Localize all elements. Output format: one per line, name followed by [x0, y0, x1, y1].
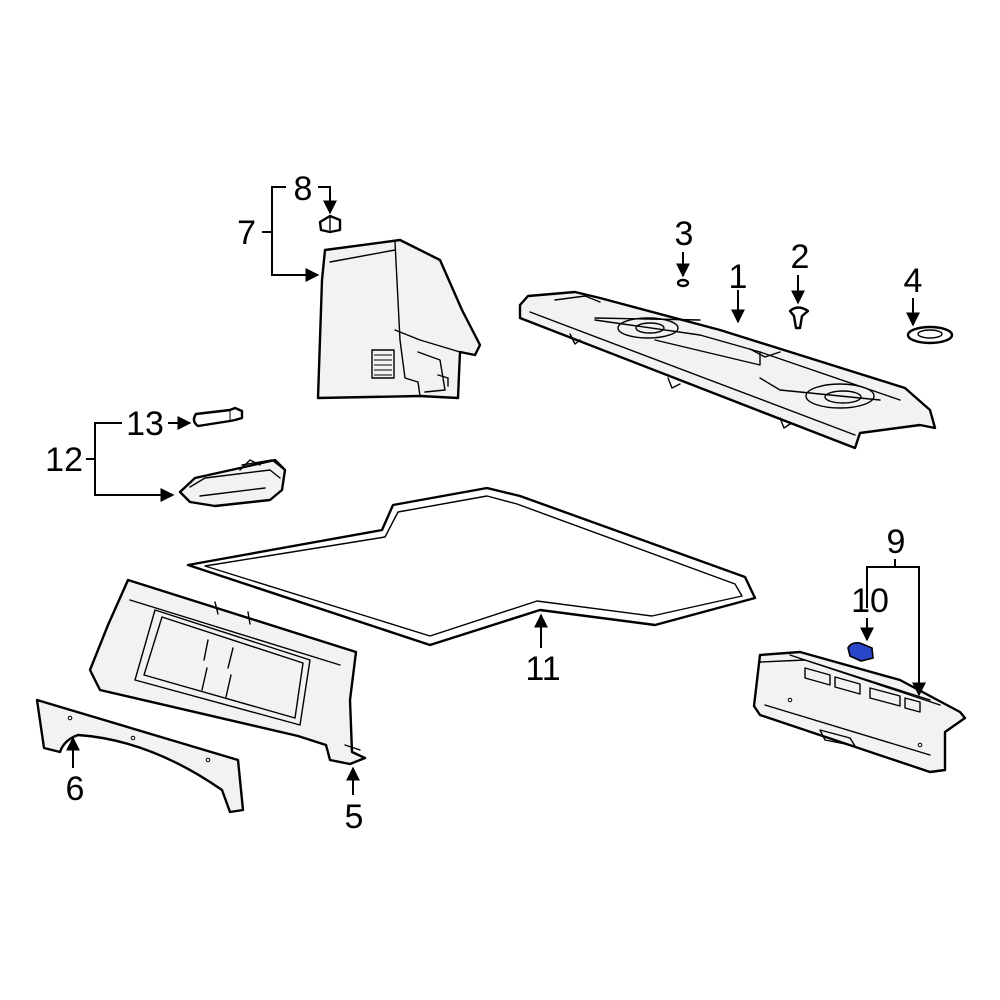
trunk-floor-mat[interactable]	[186, 486, 757, 647]
rear-trim-panel[interactable]	[88, 578, 367, 766]
callout-8: 8	[294, 170, 313, 208]
highlighted-clip[interactable]	[847, 642, 874, 662]
grommet[interactable]	[906, 325, 954, 345]
callout-2: 2	[791, 238, 810, 276]
callout-7: 7	[237, 214, 256, 252]
push-pin-retainer[interactable]	[788, 306, 810, 330]
callout-10: 10	[851, 582, 889, 620]
callout-4: 4	[904, 262, 923, 300]
callout-12: 12	[45, 441, 83, 479]
lamp-bulb[interactable]	[192, 406, 244, 428]
trim-clip[interactable]	[318, 214, 342, 234]
callout-11: 11	[525, 650, 560, 688]
package-tray[interactable]	[518, 290, 937, 450]
callout-labels: 1 2 3 4 5 6 7 8 9 10 11 12 13	[45, 170, 922, 836]
callout-5: 5	[345, 798, 364, 836]
scuff-plate[interactable]	[752, 650, 967, 774]
callout-3: 3	[675, 215, 694, 253]
callout-13: 13	[126, 405, 164, 443]
callout-9: 9	[887, 523, 906, 561]
quarter-trim-panel[interactable]	[316, 238, 482, 400]
small-plug[interactable]	[676, 278, 690, 288]
callout-6: 6	[66, 770, 85, 808]
lamp-housing[interactable]	[178, 458, 287, 508]
callout-1: 1	[729, 258, 748, 296]
sill-plate[interactable]	[35, 698, 245, 814]
leader-lines	[66, 186, 926, 795]
